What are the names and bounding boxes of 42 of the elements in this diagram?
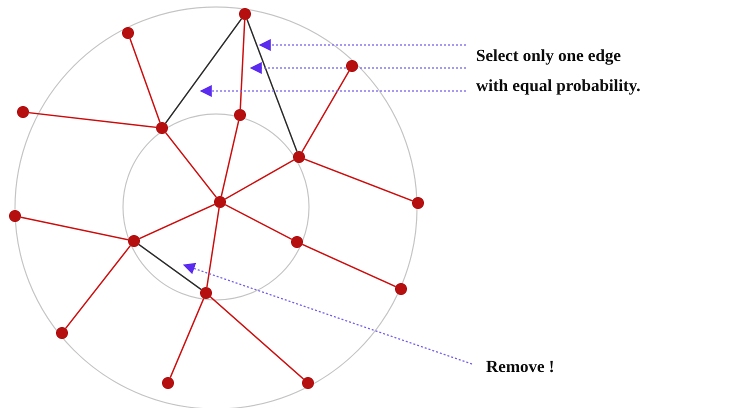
graph-vertex [17,106,29,118]
graph-edge [129,38,161,123]
annotation-text: Remove ! [486,356,556,378]
graph-edge [210,296,304,380]
graph-edge [224,204,292,240]
graph-vertex [302,377,314,389]
leader-arrow [182,262,472,365]
graph-edge [170,298,204,378]
graph-vertex [291,236,303,248]
graph-edge [304,158,413,202]
leader-arrow [200,85,466,97]
graph-edge [28,112,156,128]
graph-edge [302,244,396,288]
graph-vertex [156,122,168,134]
graph-edge [165,132,217,198]
graph-vertex [9,210,21,222]
leader-arrow [258,39,466,51]
graph-edge [220,120,240,196]
graph-vertex [214,196,226,208]
leader-arrow [250,62,466,74]
graph-edge [139,204,215,240]
graph-vertex [128,235,140,247]
graph-vertex [200,287,212,299]
graph-edge [65,245,131,329]
graph-vertex [346,60,358,72]
graph-vertex [234,109,246,121]
graph-vertex [395,283,407,295]
graph-vertex [122,27,134,39]
graph-edge [301,70,350,152]
graph-edge [164,18,242,124]
graph-vertex [412,197,424,209]
graph-edge [240,20,246,110]
graph-vertex [162,377,174,389]
graph-edge [20,216,128,240]
graph-vertex [56,327,68,339]
graph-vertex [293,151,305,163]
annotation-text: Select only one edge with equal probability. [476,45,642,97]
graph-edge [246,19,298,152]
graph-edge [224,159,294,200]
graph-edge [206,208,220,288]
graph-vertex [239,8,251,20]
graph-edge [138,244,202,290]
